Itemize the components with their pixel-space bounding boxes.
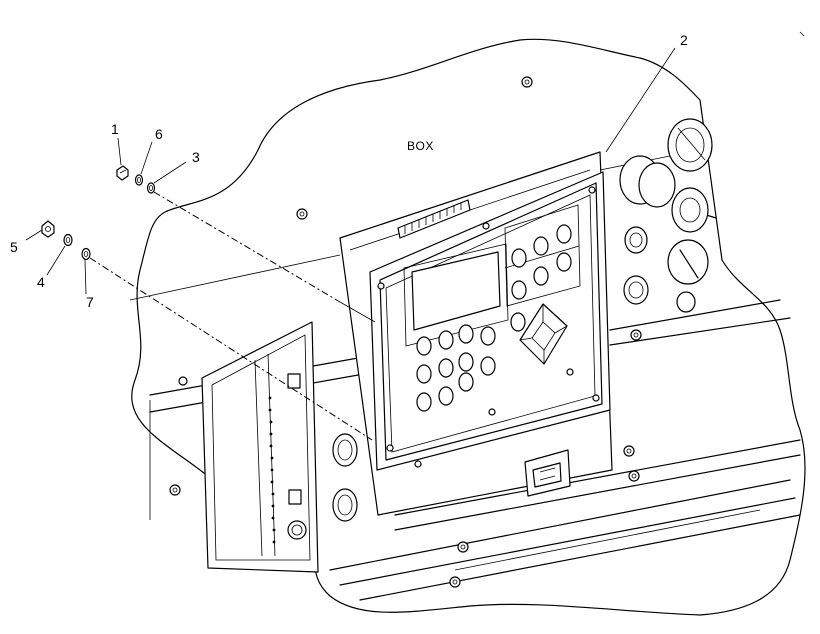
box-label: BOX <box>407 139 434 153</box>
assembly-line-upper <box>153 191 341 303</box>
control-panel <box>369 171 611 471</box>
callout-1: 1 <box>111 121 119 137</box>
fastener-washer-3 <box>146 182 156 194</box>
fastener-bolt-1 <box>116 165 129 181</box>
terminal-strip <box>397 199 471 239</box>
callout-5: 5 <box>10 239 18 255</box>
fastener-washer-7 <box>81 247 91 261</box>
cutaway-outline <box>131 38 806 616</box>
front-latch <box>524 449 571 497</box>
display-screen <box>411 251 501 331</box>
fastener-washer-6 <box>134 174 144 186</box>
leader-lines <box>25 47 676 295</box>
callout-4: 4 <box>37 274 45 290</box>
switch-bank <box>619 118 717 313</box>
panel-buttons <box>416 224 572 412</box>
fastener-washer-4 <box>63 233 73 247</box>
callout-7: 7 <box>86 294 94 310</box>
callout-3: 3 <box>192 149 200 165</box>
navigation-keypad <box>519 303 568 365</box>
fastener-nut-5 <box>41 220 55 238</box>
callout-2: 2 <box>680 32 688 48</box>
side-connector-panel <box>201 321 358 573</box>
housing-lines <box>129 149 801 601</box>
housing-bolts <box>169 76 642 588</box>
assembly-line-lower <box>89 257 373 441</box>
callout-6: 6 <box>155 126 163 142</box>
panel-screws <box>377 186 600 468</box>
